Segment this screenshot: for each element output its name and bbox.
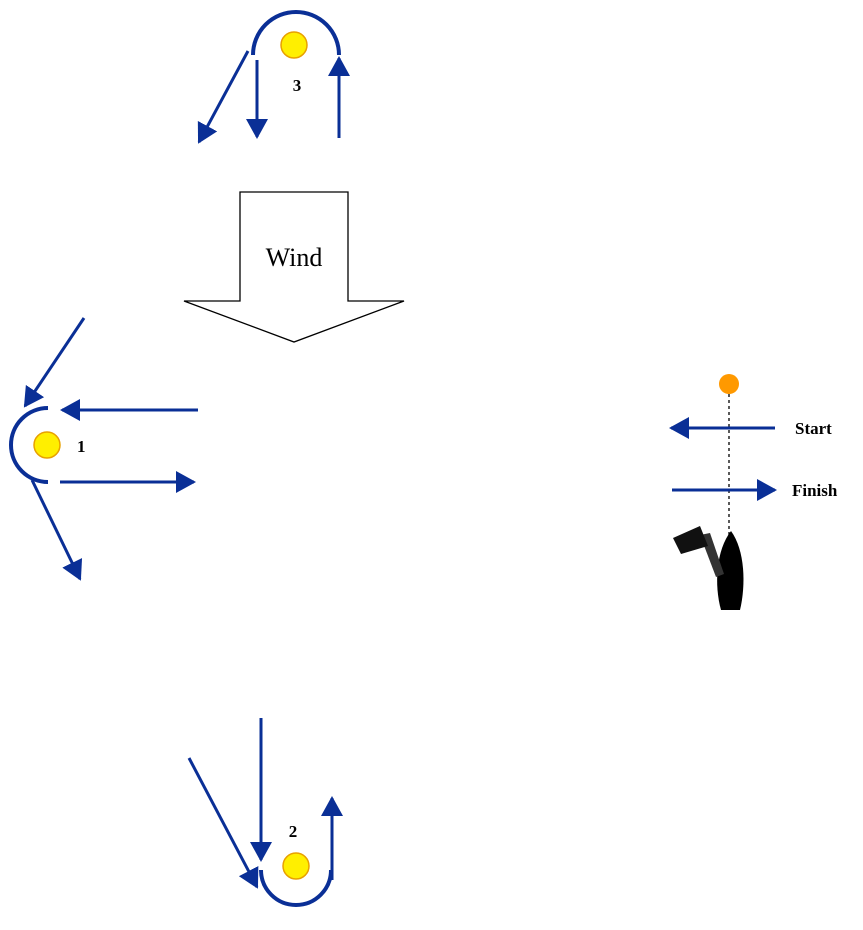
mark-2-buoy — [282, 852, 310, 880]
mark-2-arrow-approach — [187, 757, 259, 889]
mark-1-arrow-approach — [23, 317, 86, 408]
wind-label: Wind — [266, 243, 323, 272]
mark-1-rounding-path — [9, 406, 49, 484]
mark-3-arrow-approach — [197, 50, 250, 144]
committee-boat — [673, 526, 744, 610]
mark-2-rounding-path — [259, 869, 333, 907]
finish-label: Finish — [792, 481, 838, 500]
mark-3-buoy — [280, 31, 308, 59]
mark-1-arrow-leave — [30, 479, 83, 581]
mark-3-group: 3 — [197, 10, 350, 144]
mark-1-group: 1 — [9, 317, 198, 581]
mark-1-buoy — [33, 431, 61, 459]
committee-flag-icon — [673, 526, 708, 554]
mark-3-rounding-path — [251, 10, 341, 56]
start-finish-area: Start Finish — [669, 374, 838, 610]
mark-2-group: 2 — [187, 718, 343, 907]
wind-arrow: Wind — [183, 191, 405, 343]
boat-hull — [717, 531, 744, 610]
pin-end-buoy — [719, 374, 739, 394]
mark-2-number: 2 — [289, 822, 298, 841]
mark-1-number: 1 — [77, 437, 86, 456]
mark-3-number: 3 — [293, 76, 302, 95]
start-label: Start — [795, 419, 832, 438]
